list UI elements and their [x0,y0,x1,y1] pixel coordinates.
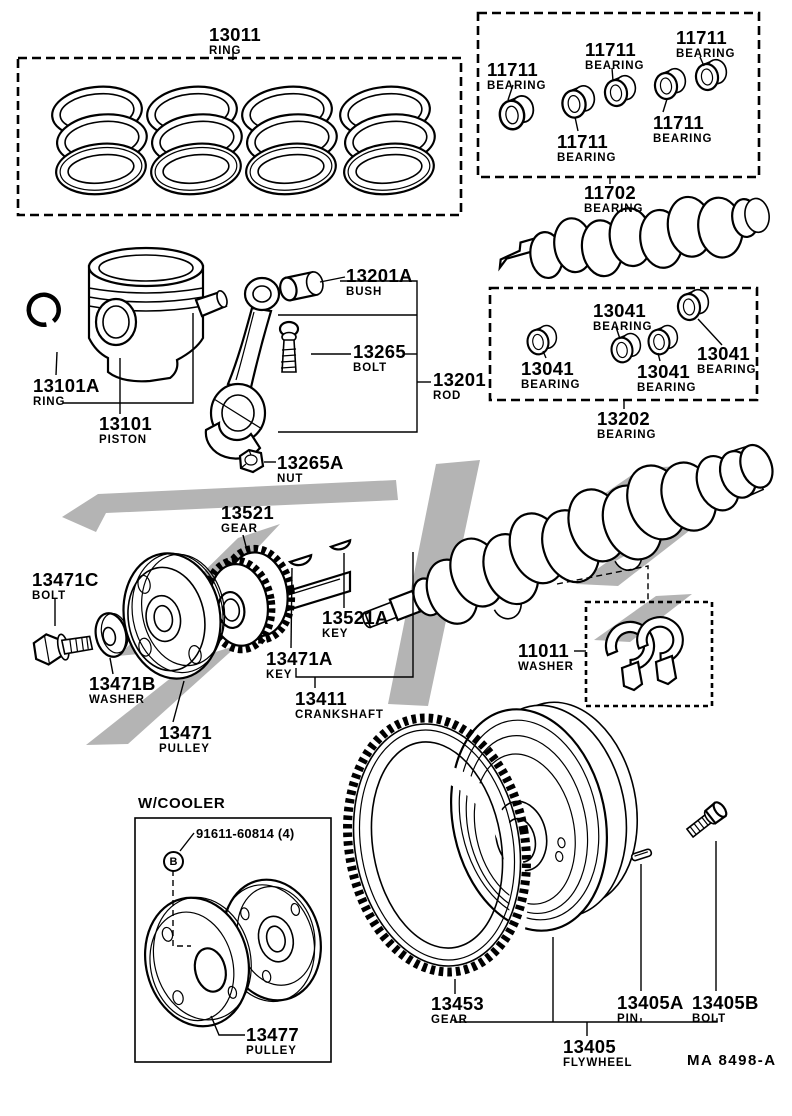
fastener-note: 91611-60814 (4) [196,826,295,841]
flywheel-ring-gear-art [343,713,531,1006]
rod-bush-art [279,270,324,302]
piston-rings-art [46,81,442,200]
cooler-pulleys-art [143,878,322,1028]
crank-pulley-art [122,552,226,680]
page-code: MA 8498-A [687,1052,777,1069]
fastener-symbol-letter: B [169,855,178,868]
rod-bolt-art [278,320,300,373]
thrust-washers-art [600,611,689,692]
flywheel-pin-art [630,848,653,862]
rod-bearing-box [476,11,761,179]
flywheel-bolt-art [685,801,728,839]
piston-pin-snap-ring-art [26,292,61,327]
gear-key-art [328,538,352,551]
pulley-bolt-art [32,633,94,666]
crankshaft-upper-art [498,195,770,280]
leader-lines [54,49,723,1036]
piston-art [87,246,228,383]
crankshaft-main-art [362,443,774,629]
cooler-variant-header: W/COOLER [138,795,226,812]
cooler-variant-box [134,817,332,1063]
thrust-washer-box [584,600,714,708]
connecting-rod-art [204,276,281,460]
timing-gear-art [201,544,296,654]
rod-nut-art [238,448,265,474]
fastener-symbol-badge: B [163,851,184,872]
ring-set-box [16,56,463,217]
pulley-key-art [287,553,313,567]
